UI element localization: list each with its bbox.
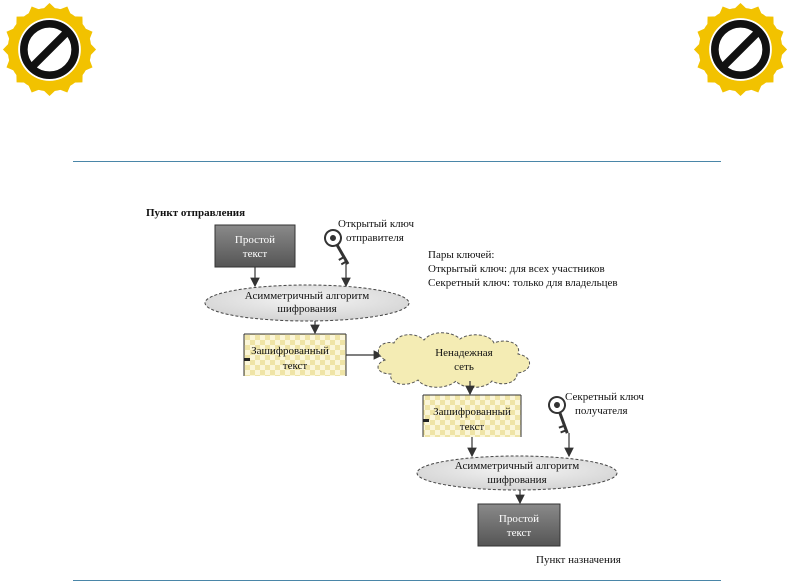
bottom-divider	[73, 580, 721, 581]
encryption-algorithm: Асимметричный алгоритм шифрования	[204, 284, 410, 322]
key-icon	[548, 396, 569, 434]
destination-label: Пункт назначения	[536, 554, 621, 566]
top-divider	[73, 161, 721, 162]
sender-key-label-1: Открытый ключ	[338, 218, 414, 230]
decryption-algorithm: Асимметричный алгоритм шифрования	[416, 455, 618, 491]
receiver-key-label-2: получателя	[575, 405, 628, 417]
ciphertext-label-2: текст	[283, 360, 308, 372]
keypair-public: Открытый ключ: для всех участников	[428, 263, 605, 275]
network-label-2: сеть	[454, 361, 474, 373]
network-label-1: Ненадежная	[435, 347, 493, 359]
receiver-key-label-1: Секретный ключ	[565, 391, 644, 403]
algorithm-dest-label-1: Асимметричный алгоритм	[455, 460, 579, 472]
keypair-title: Пары ключей:	[428, 249, 494, 261]
plaintext-dest-label-1: Простой	[499, 513, 539, 525]
plaintext-dest-label-2: текст	[507, 527, 532, 539]
ciphertext-label-dest-1: Зашифрованный	[433, 406, 511, 418]
source-label: Пункт отправления	[146, 207, 245, 219]
untrusted-network-cloud: Ненадежная сеть	[377, 332, 530, 388]
ciphertext-box-destination: Зашифрованный текст	[422, 394, 522, 437]
ciphertext-label-dest-2: текст	[460, 421, 485, 433]
algorithm-label-1: Асимметричный алгоритм	[245, 290, 369, 302]
prohibition-icon	[2, 2, 97, 97]
keypair-secret: Секретный ключ: только для владельцев	[428, 277, 618, 289]
algorithm-label-2: шифрования	[277, 303, 336, 315]
prohibition-icon	[693, 2, 788, 97]
plaintext-box-source: Простой текст	[214, 224, 296, 268]
key-icon	[324, 229, 350, 266]
sender-key-label-2: отправителя	[346, 232, 404, 244]
ciphertext-label-1: Зашифрованный	[251, 345, 329, 357]
plaintext-label-2: текст	[243, 248, 268, 260]
plaintext-label-1: Простой	[235, 234, 275, 246]
algorithm-dest-label-2: шифрования	[487, 474, 546, 486]
ciphertext-box-source: Зашифрованный текст	[243, 333, 347, 376]
plaintext-box-destination: Простой текст	[477, 503, 561, 547]
